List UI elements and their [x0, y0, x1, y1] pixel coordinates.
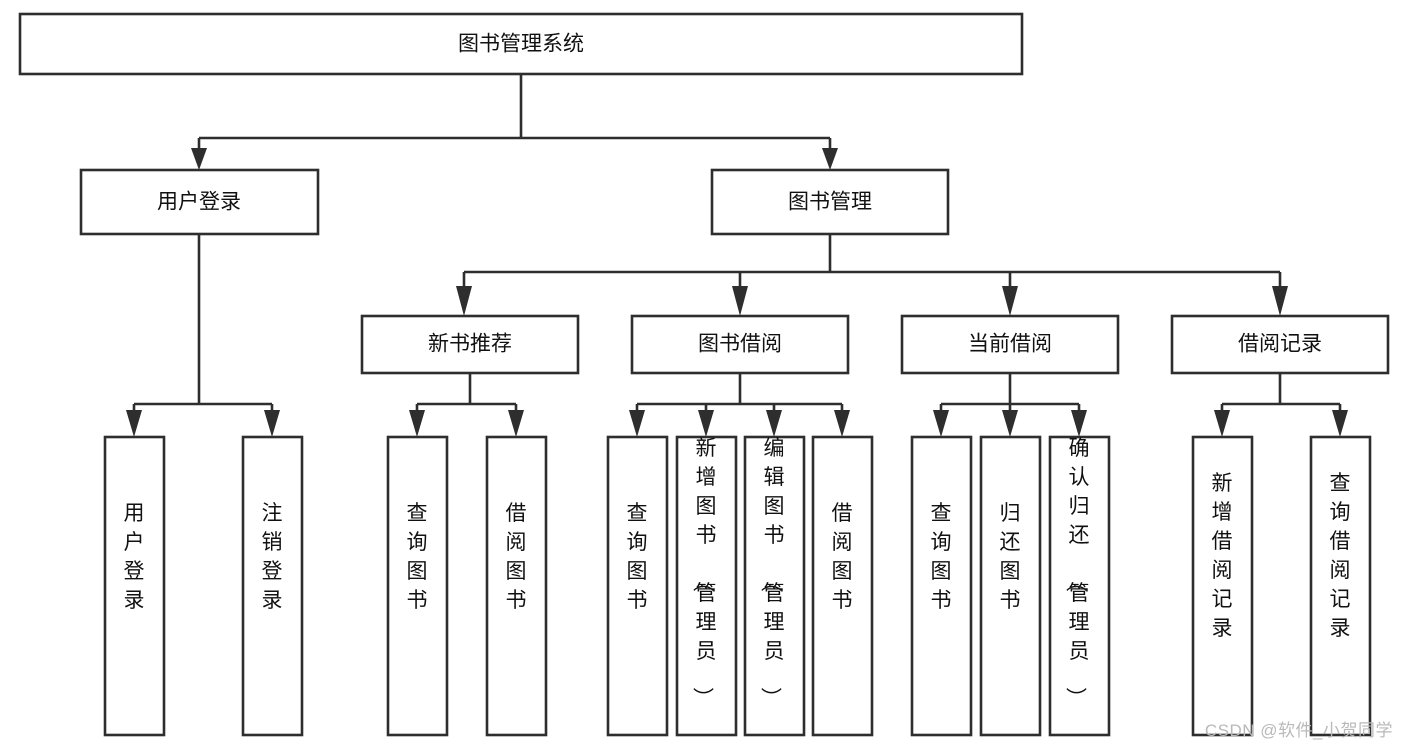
leaf-borrow-record-add-label: 新增借阅记录: [1212, 472, 1233, 640]
leaf-new-book-query-box[interactable]: [386, 435, 449, 737]
leaf-new-book-query-label: 查询图书: [407, 502, 428, 612]
node-borrow-record-label: 借阅记录: [1238, 333, 1322, 356]
leaf-borrow-record-query-label: 查询借阅记录: [1330, 472, 1351, 640]
leaf-book-borrow-edit[interactable]: 编辑图书（管理员）: [743, 435, 806, 737]
leaf-borrow-record-add[interactable]: 新增借阅记录: [1191, 435, 1254, 737]
arrow-to-currentborrow: [1002, 286, 1018, 316]
leaf-borrow-record-add-box[interactable]: [1191, 435, 1254, 737]
arrow-currentborrow-leaf3: [1071, 410, 1087, 437]
leaf-user-login-logout-box[interactable]: [241, 435, 304, 737]
arrow-bookborrow-leaf2: [698, 410, 714, 437]
node-book-borrow-box[interactable]: [630, 314, 850, 375]
node-current-borrow[interactable]: 当前借阅: [900, 314, 1120, 375]
arrow-root-to-userlogin: [191, 148, 207, 170]
node-book-management-box[interactable]: [710, 168, 950, 236]
leaf-book-borrow-borrow-box[interactable]: [811, 435, 874, 737]
arrow-bookborrow-leaf3: [766, 410, 782, 437]
leaf-user-login-login-label: 用户登录: [124, 502, 145, 612]
node-new-book-recommend-label: 新书推荐: [428, 333, 512, 356]
arrow-to-borrowrecord: [1272, 286, 1288, 316]
arrow-bookborrow-leaf4: [834, 410, 850, 437]
leaf-book-borrow-borrow[interactable]: 借阅图书: [811, 435, 874, 737]
leaf-book-borrow-query-label: 查询图书: [627, 502, 648, 612]
arrow-newbook-leaf2: [508, 410, 524, 437]
leaf-current-borrow-confirm-box[interactable]: [1048, 435, 1111, 737]
node-user-login-label: 用户登录: [157, 191, 241, 214]
node-user-login-box[interactable]: [79, 168, 320, 236]
arrow-to-newbook: [456, 286, 472, 316]
node-current-borrow-label: 当前借阅: [968, 333, 1052, 356]
node-book-management-label: 图书管理: [788, 191, 872, 214]
node-new-book-recommend[interactable]: 新书推荐: [360, 314, 580, 375]
leaf-user-login-logout[interactable]: 注销登录: [241, 435, 304, 737]
node-root-box[interactable]: [18, 12, 1024, 76]
leaf-book-borrow-query-box[interactable]: [606, 435, 669, 737]
csdn-watermark: CSDN @软件_小贺同学: [1204, 721, 1393, 740]
node-user-login[interactable]: 用户登录: [79, 168, 320, 236]
leaf-book-borrow-query[interactable]: 查询图书: [606, 435, 669, 737]
leaf-book-borrow-add-label: 新增图书（管理员）: [691, 437, 717, 708]
node-book-borrow-label: 图书借阅: [698, 333, 782, 356]
leaf-current-borrow-query-label: 查询图书: [931, 502, 952, 612]
node-root-book-management-system[interactable]: 图书管理系统: [18, 12, 1024, 76]
node-book-borrow[interactable]: 图书借阅: [630, 314, 850, 375]
arrow-borrowrecord-leaf2: [1332, 410, 1348, 437]
leaf-book-borrow-edit-label: 编辑图书（管理员）: [759, 437, 785, 708]
leaf-new-book-borrow-box[interactable]: [485, 435, 548, 737]
leaf-user-login-logout-label: 注销登录: [262, 502, 283, 612]
leaf-new-book-query[interactable]: 查询图书: [386, 435, 449, 737]
leaf-current-borrow-confirm-label: 确认归还（管理员）: [1064, 437, 1090, 708]
leaf-user-login-login-box[interactable]: [103, 435, 166, 737]
leaf-book-borrow-add-box[interactable]: [675, 435, 738, 737]
arrow-userlogin-leaf2: [264, 410, 280, 437]
leaf-user-login-login[interactable]: 用户登录: [103, 435, 166, 737]
leaf-borrow-record-query[interactable]: 查询借阅记录: [1309, 435, 1372, 737]
node-borrow-record-box[interactable]: [1170, 314, 1390, 375]
leaf-book-borrow-edit-box[interactable]: [743, 435, 806, 737]
leaf-new-book-borrow[interactable]: 借阅图书: [485, 435, 548, 737]
leaf-current-borrow-return-box[interactable]: [979, 435, 1042, 737]
leaf-new-book-borrow-label: 借阅图书: [506, 502, 527, 612]
arrow-newbook-leaf1: [409, 410, 425, 437]
node-new-book-recommend-box[interactable]: [360, 314, 580, 375]
leaf-current-borrow-return[interactable]: 归还图书: [979, 435, 1042, 737]
node-current-borrow-box[interactable]: [900, 314, 1120, 375]
arrow-root-to-bookmgmt: [822, 148, 838, 170]
node-book-management[interactable]: 图书管理: [710, 168, 950, 236]
arrow-currentborrow-leaf2: [1002, 410, 1018, 437]
connector-layer: [126, 74, 1348, 437]
arrow-userlogin-leaf1: [126, 410, 142, 437]
leaf-current-borrow-query[interactable]: 查询图书: [910, 435, 973, 737]
leaf-current-borrow-confirm[interactable]: 确认归还（管理员）: [1048, 435, 1111, 737]
leaf-book-borrow-borrow-label: 借阅图书: [832, 502, 853, 612]
arrow-to-bookborrow: [732, 286, 748, 316]
node-borrow-record[interactable]: 借阅记录: [1170, 314, 1390, 375]
leaf-current-borrow-return-label: 归还图书: [1000, 502, 1021, 612]
node-root-label: 图书管理系统: [458, 33, 584, 56]
arrow-bookborrow-leaf1: [629, 410, 645, 437]
leaf-current-borrow-query-box[interactable]: [910, 435, 973, 737]
leaf-borrow-record-query-box[interactable]: [1309, 435, 1372, 737]
leaf-book-borrow-add[interactable]: 新增图书（管理员）: [675, 435, 738, 737]
arrow-currentborrow-leaf1: [933, 410, 949, 437]
arrow-borrowrecord-leaf1: [1214, 410, 1230, 437]
